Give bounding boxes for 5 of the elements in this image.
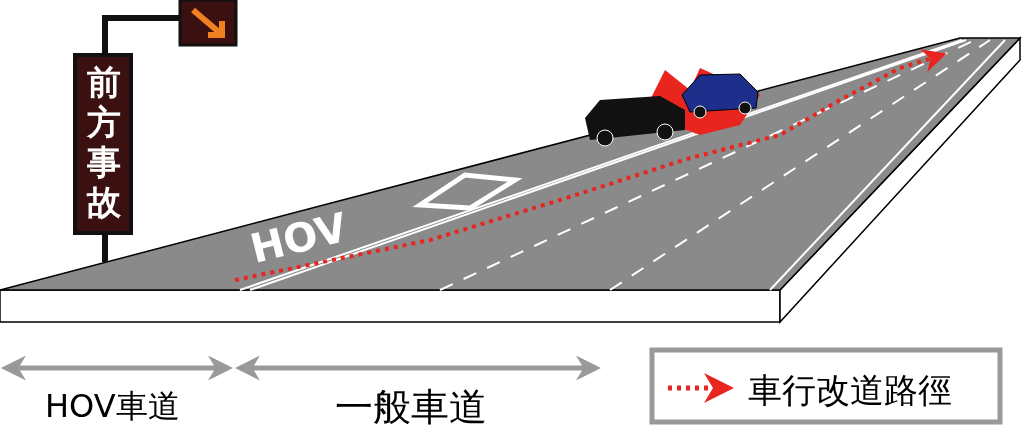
lane-label: HOV車道: [45, 386, 180, 427]
legend-text: 車行改道路徑: [748, 369, 952, 412]
lane-label: 一般車道: [335, 384, 487, 427]
road-marking-text: HOV: [245, 203, 352, 273]
sign-text: 前方事故: [86, 62, 122, 222]
